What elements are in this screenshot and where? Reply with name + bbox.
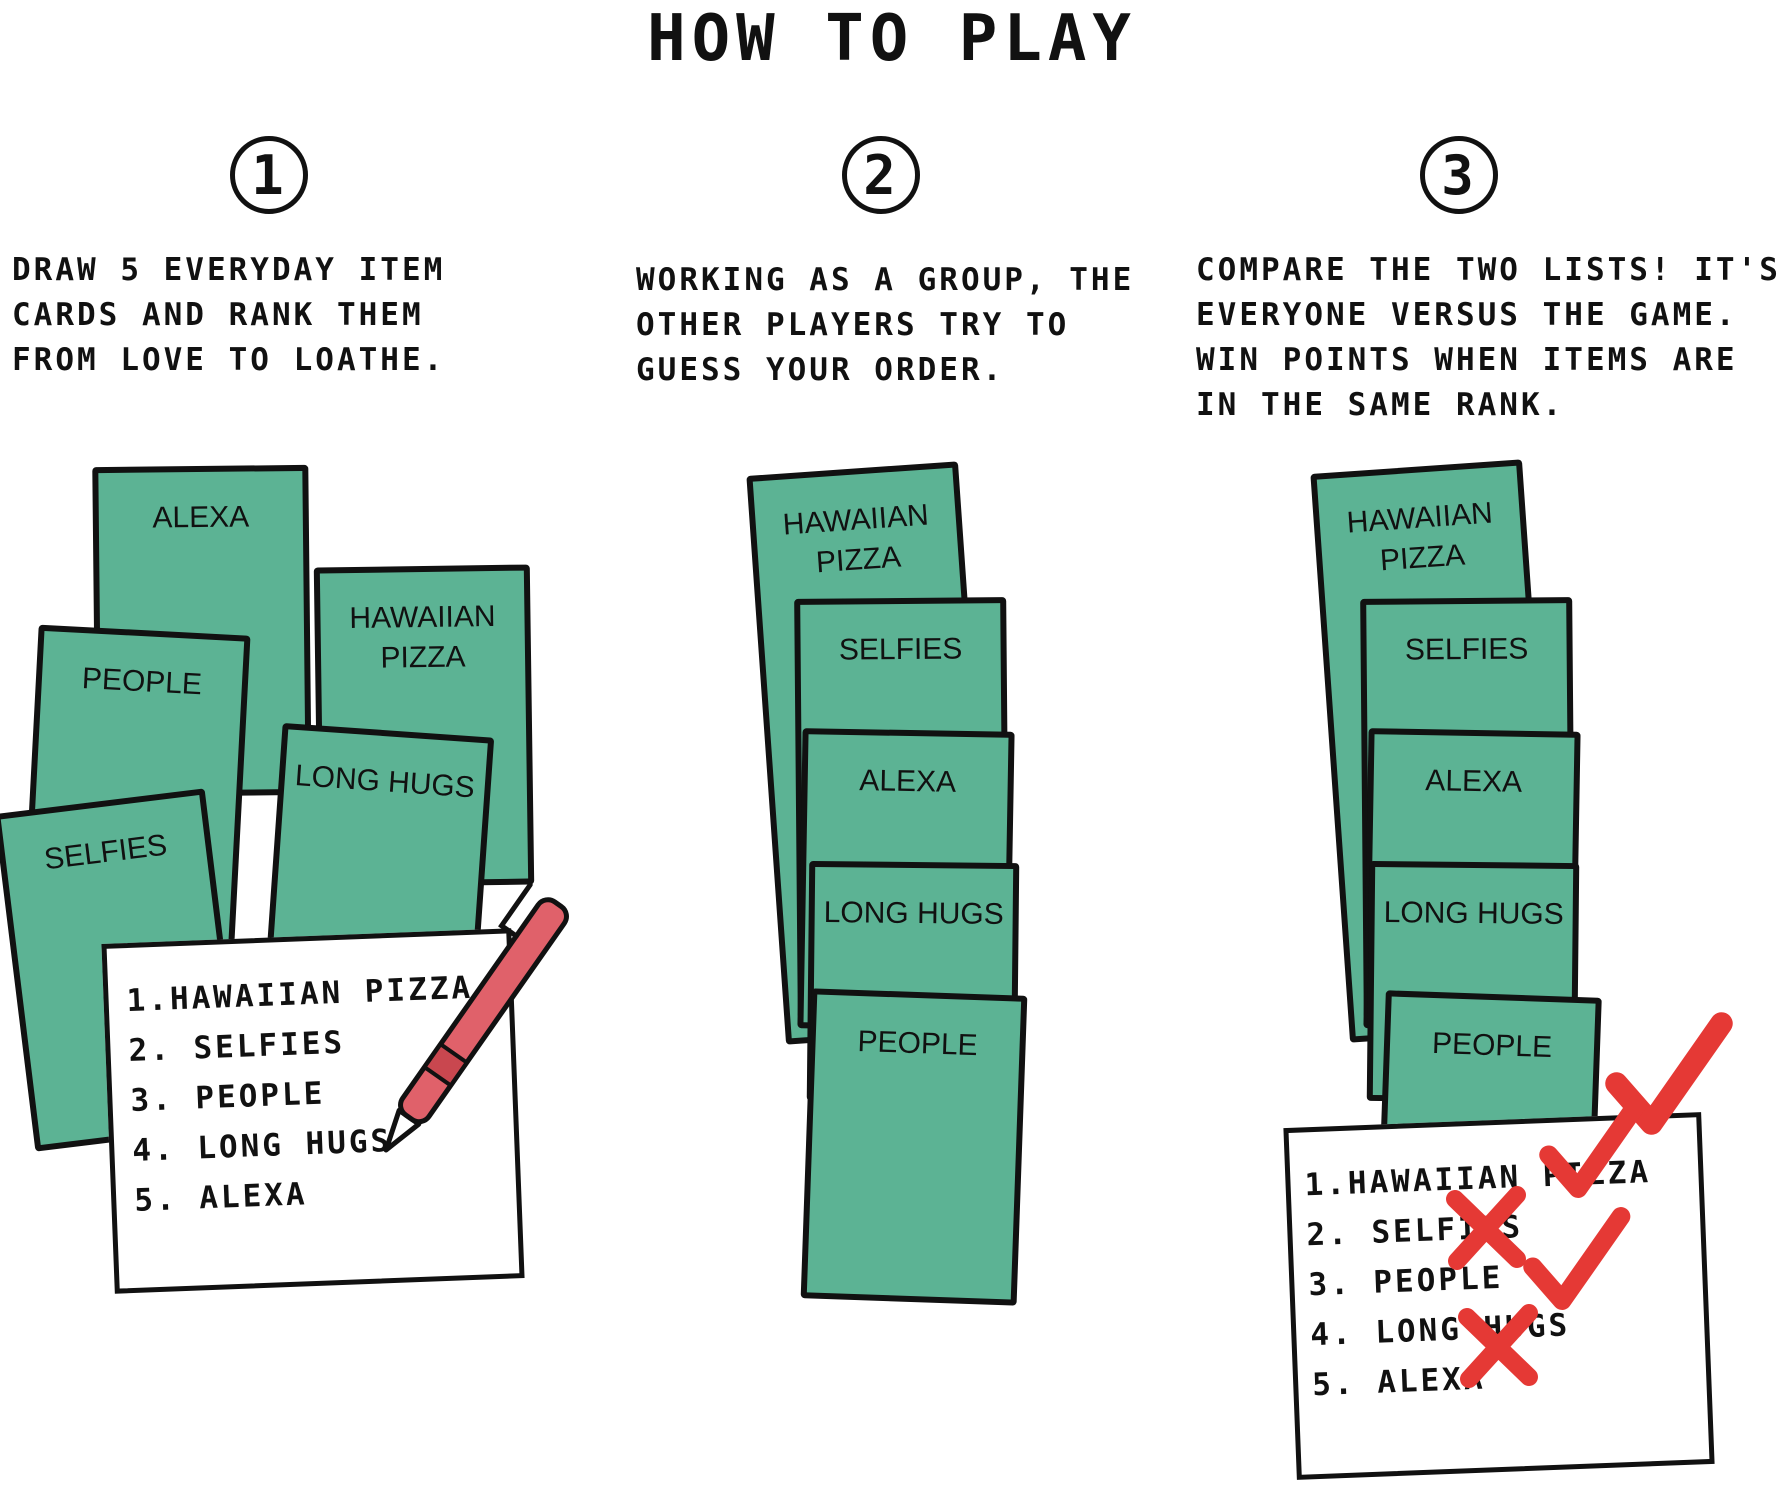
step-2-instructions: WORKING AS A GROUP, THE OTHER PLAYERS TR… bbox=[636, 258, 1134, 393]
page-title: HOW TO PLAY bbox=[647, 2, 1137, 76]
instruction-line: WORKING AS A GROUP, THE bbox=[636, 262, 1135, 298]
cross-icon bbox=[1458, 1304, 1538, 1388]
check-icon bbox=[1539, 1095, 1647, 1199]
check-icon bbox=[1605, 1012, 1733, 1135]
step-1-instructions: DRAW 5 EVERYDAY ITEM CARDS AND RANK THEM… bbox=[12, 248, 445, 383]
step-3-instructions: COMPARE THE TWO LISTS! IT'S EVERYONE VER… bbox=[1196, 248, 1781, 428]
instruction-line: CARDS AND RANK THEM bbox=[12, 297, 424, 333]
instruction-line: WIN POINTS WHEN ITEMS ARE bbox=[1196, 342, 1738, 378]
instruction-line: EVERYONE VERSUS THE GAME. bbox=[1196, 297, 1738, 333]
step-number-1: 1 bbox=[230, 136, 308, 214]
instruction-line: COMPARE THE TWO LISTS! IT'S bbox=[1196, 252, 1781, 288]
instruction-line: IN THE SAME RANK. bbox=[1196, 387, 1565, 423]
instruction-line: OTHER PLAYERS TRY TO bbox=[636, 307, 1070, 343]
step-number-2: 2 bbox=[842, 136, 920, 214]
check-icon bbox=[1523, 1207, 1631, 1311]
instruction-line: DRAW 5 EVERYDAY ITEM bbox=[12, 252, 446, 288]
instruction-line: FROM LOVE TO LOATHE. bbox=[12, 342, 446, 378]
step-number-3: 3 bbox=[1420, 136, 1498, 214]
instruction-line: GUESS YOUR ORDER. bbox=[636, 352, 1005, 388]
card-people[interactable]: PEOPLE bbox=[800, 988, 1028, 1306]
cross-icon bbox=[1446, 1186, 1526, 1270]
